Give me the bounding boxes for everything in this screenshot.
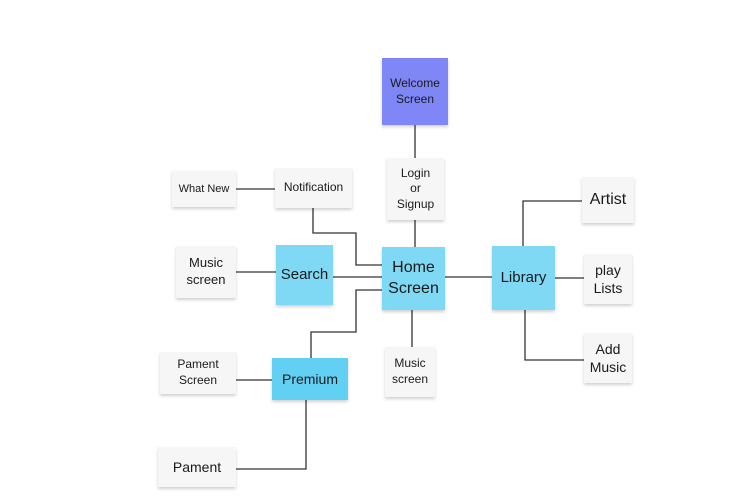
node-premium: Premium bbox=[272, 358, 348, 400]
node-label: Welcome Screen bbox=[390, 75, 440, 106]
node-home-music-screen: Music screen bbox=[385, 347, 435, 397]
node-add-music: Add Music bbox=[584, 333, 632, 383]
node-label: Pament Screen bbox=[177, 357, 219, 387]
node-payment: Pament bbox=[158, 447, 236, 487]
node-label: play Lists bbox=[593, 261, 623, 296]
node-payment-screen: Pament Screen bbox=[160, 352, 236, 394]
node-whats-new: What New bbox=[172, 171, 236, 207]
node-playlists: play Lists bbox=[584, 254, 632, 304]
edge-library-artist bbox=[522, 200, 582, 246]
edge-notification-home bbox=[312, 208, 382, 266]
node-label: What New bbox=[178, 182, 230, 195]
edge-home-premium bbox=[310, 289, 382, 358]
node-label: Library bbox=[500, 269, 547, 287]
node-search-music-screen: Music screen bbox=[176, 246, 236, 298]
node-label: Premium bbox=[281, 370, 338, 387]
edge-library-addmusic bbox=[524, 310, 584, 361]
edge-premium-payment bbox=[236, 400, 307, 470]
node-label: Pament bbox=[172, 458, 222, 475]
node-notification: Notification bbox=[275, 168, 352, 208]
node-library: Library bbox=[492, 246, 555, 310]
node-home-screen: Home Screen bbox=[382, 247, 445, 310]
node-artist: Artist bbox=[582, 177, 634, 223]
node-label: Music screen bbox=[186, 255, 226, 287]
node-label: Music screen bbox=[391, 356, 429, 386]
node-label: Artist bbox=[589, 190, 627, 208]
node-login-signup: Login or Signup bbox=[387, 158, 444, 220]
node-welcome-screen: Welcome Screen bbox=[382, 58, 448, 125]
node-label: Home Screen bbox=[388, 258, 439, 297]
node-label: Search bbox=[280, 266, 329, 284]
node-search: Search bbox=[276, 245, 333, 305]
node-label: Add Music bbox=[589, 340, 627, 375]
node-label: Notification bbox=[283, 180, 344, 195]
node-label: Login or Signup bbox=[396, 165, 435, 211]
